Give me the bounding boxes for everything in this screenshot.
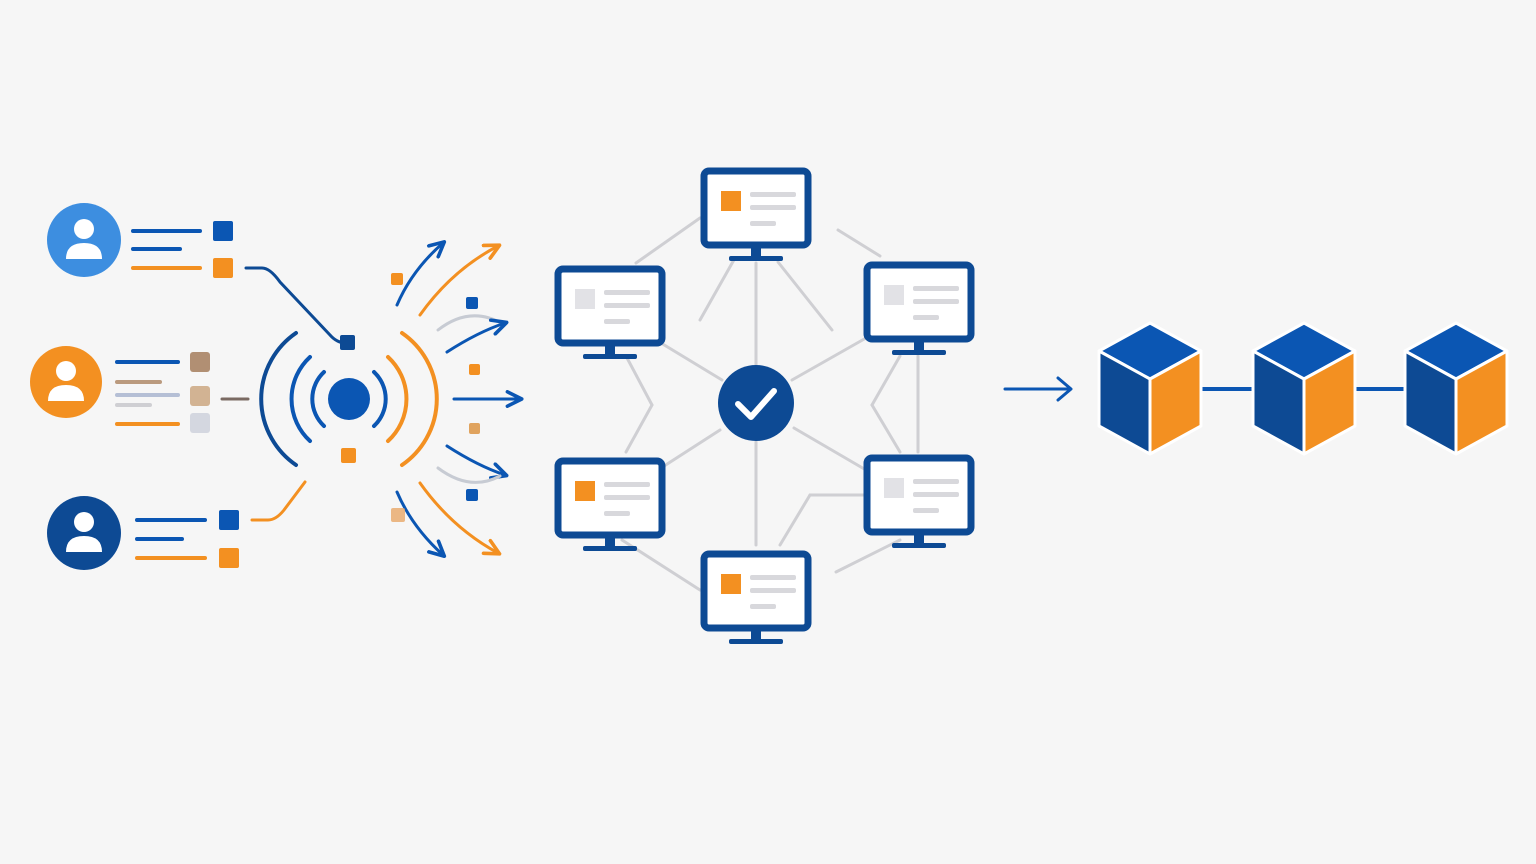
monitor-icon	[863, 454, 975, 548]
user-icon	[30, 346, 102, 418]
node-accent	[721, 574, 741, 594]
node-accent	[575, 289, 595, 309]
node-accent	[575, 481, 595, 501]
user-icon	[47, 496, 121, 570]
data-packet	[469, 364, 480, 375]
user-2	[30, 346, 250, 433]
user-icon	[47, 203, 121, 277]
broadcast-packets	[391, 273, 480, 522]
network-nodes	[554, 167, 975, 644]
connector-line	[250, 480, 307, 522]
arrow-right-icon	[418, 243, 502, 317]
data-packet	[219, 548, 239, 568]
cube-icon	[1403, 321, 1509, 456]
user-1	[47, 203, 355, 350]
users-group	[30, 203, 356, 570]
blockchain	[1097, 321, 1509, 456]
monitor-icon	[863, 261, 975, 355]
data-packet	[340, 335, 355, 350]
data-packet	[391, 273, 403, 285]
cube-icon	[1251, 321, 1357, 456]
data-packet	[190, 386, 210, 406]
user-2-data-lines	[115, 360, 180, 426]
data-packet	[466, 297, 478, 309]
node-accent	[884, 285, 904, 305]
monitor-icon	[700, 167, 812, 261]
monitor-icon	[554, 457, 666, 551]
user-3	[47, 448, 356, 570]
monitor-icon	[554, 265, 666, 359]
data-packet	[190, 352, 210, 372]
data-packet	[341, 448, 356, 463]
arrow-right-icon	[445, 444, 509, 480]
cube-icon	[1097, 321, 1203, 456]
data-packet	[391, 508, 405, 522]
data-packet	[219, 510, 239, 530]
monitor-icon	[700, 550, 812, 644]
checkmark-icon	[735, 388, 777, 420]
arrow-right-icon	[395, 490, 447, 559]
network-edges	[620, 216, 920, 592]
data-packet	[213, 221, 233, 241]
user-3-data-lines	[135, 518, 207, 560]
verified-hub	[718, 365, 794, 441]
data-packet	[213, 258, 233, 278]
arrow-right-icon	[1003, 376, 1073, 402]
arrow-right-icon	[445, 318, 509, 354]
data-packet	[190, 413, 210, 433]
user-1-data-lines	[131, 229, 202, 270]
data-packet	[469, 423, 480, 434]
arrow-right-icon	[395, 240, 447, 307]
arrow-right-icon	[418, 481, 502, 556]
node-accent	[884, 478, 904, 498]
broadcast-arrows	[395, 240, 524, 559]
broadcast-icon	[259, 331, 439, 467]
arrow-right-icon	[436, 466, 502, 484]
data-packet	[466, 489, 478, 501]
node-accent	[721, 191, 741, 211]
